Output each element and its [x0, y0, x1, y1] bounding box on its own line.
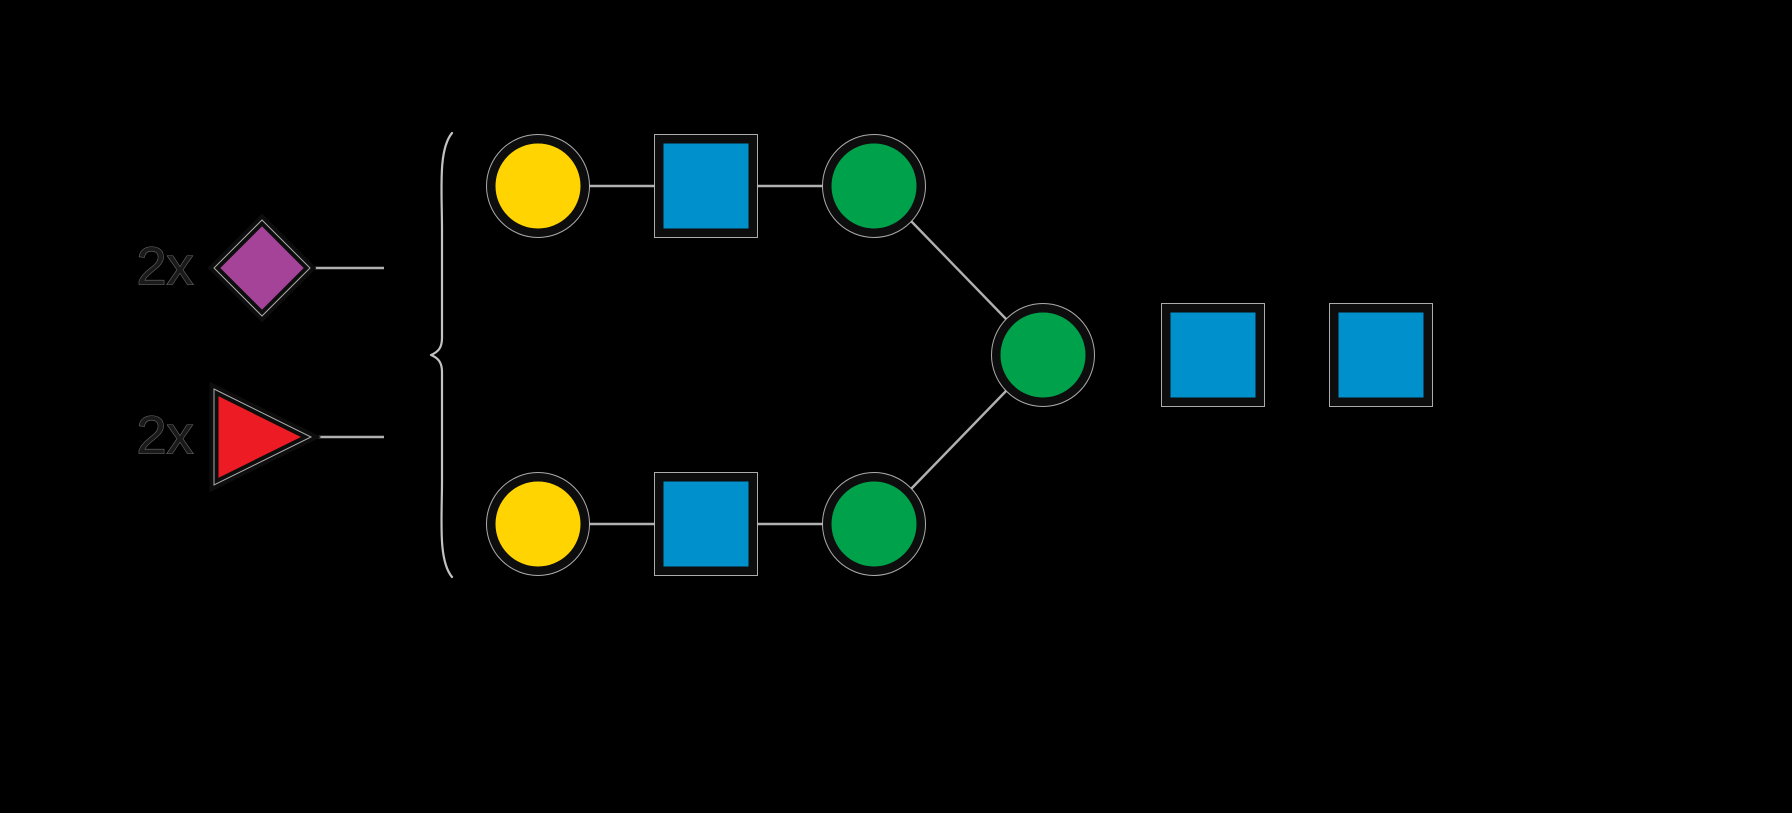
blue-square-icon[interactable] — [654, 134, 758, 238]
blue-square-outline — [654, 472, 758, 576]
yellow-circle-icon[interactable] — [486, 134, 590, 238]
graph-nodes — [486, 134, 1433, 576]
node-blue-square-top[interactable] — [654, 134, 758, 238]
red-triangle-highlight — [213, 388, 313, 486]
legend-item-triangle[interactable]: 2x — [136, 381, 322, 493]
yellow-circle-icon[interactable] — [486, 472, 590, 576]
green-circle-outline — [822, 134, 926, 238]
node-green-circle-bottom[interactable] — [822, 472, 926, 576]
node-green-circle-top[interactable] — [822, 134, 926, 238]
green-circle-icon[interactable] — [822, 472, 926, 576]
purple-diamond-highlight — [213, 219, 311, 317]
edge-n6-n7 — [910, 389, 1008, 490]
green-circle-icon[interactable] — [822, 134, 926, 238]
green-circle-outline — [822, 472, 926, 576]
blue-square-icon[interactable] — [654, 472, 758, 576]
blue-square-outline — [1329, 303, 1433, 407]
legend-triangle-multiplier: 2x — [136, 405, 193, 465]
grouping-brace-path — [429, 131, 454, 579]
green-circle-outline — [991, 303, 1095, 407]
node-yellow-circle-bottom[interactable] — [486, 472, 590, 576]
legend-connector-group — [310, 266, 384, 439]
grouping-brace — [429, 131, 454, 579]
node-blue-square-free-2[interactable] — [1329, 303, 1433, 407]
node-blue-square-free-1[interactable] — [1161, 303, 1265, 407]
legend-item-diamond[interactable]: 2x — [136, 213, 317, 323]
blue-square-outline — [1161, 303, 1265, 407]
legend-diamond-multiplier: 2x — [136, 236, 193, 296]
node-blue-square-bottom[interactable] — [654, 472, 758, 576]
node-yellow-circle-top[interactable] — [486, 134, 590, 238]
blue-square-icon[interactable] — [1329, 303, 1433, 407]
green-circle-icon[interactable] — [991, 303, 1095, 407]
edge-n3-n7 — [910, 220, 1008, 321]
blue-square-icon[interactable] — [1161, 303, 1265, 407]
yellow-circle-outline — [486, 134, 590, 238]
graph-edges — [589, 184, 1008, 526]
yellow-circle-outline — [486, 472, 590, 576]
blue-square-outline — [654, 134, 758, 238]
node-green-circle-merge[interactable] — [991, 303, 1095, 407]
